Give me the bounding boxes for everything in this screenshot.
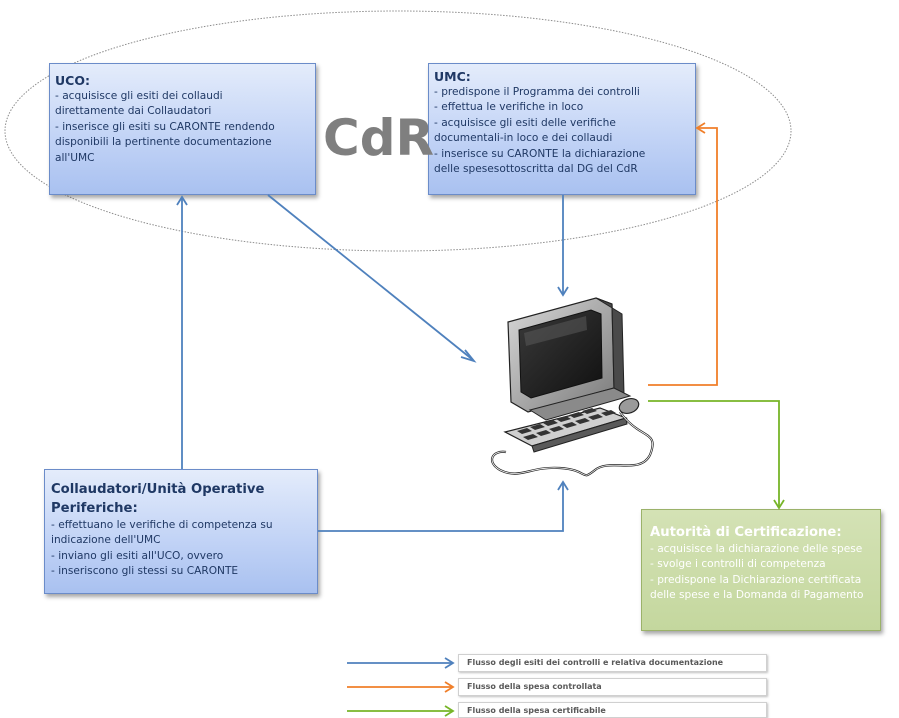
legend-item-green: Flusso della spesa certificabile	[458, 702, 767, 718]
arrowhead	[176, 195, 188, 206]
collaudatori-box: Collaudatori/Unità Operative Periferiche…	[44, 469, 318, 594]
umc-line: documentali-in loco e dei collaudi	[434, 132, 613, 145]
autorita-line: - predispone la Dichiarazione certificat…	[650, 573, 862, 586]
collaudatori-title: Periferiche:	[51, 501, 138, 516]
umc-line: delle spesesottoscritta dal DG del CdR	[434, 163, 638, 176]
arrow-collaudatori-to-computer	[318, 483, 564, 532]
arrowhead	[773, 499, 785, 510]
umc-line: - acquisisce gli esiti delle verifiche	[434, 116, 616, 129]
autorita-line: - acquisisce la dichiarazione delle spes…	[650, 543, 863, 555]
uco-title: UCO:	[55, 73, 90, 88]
umc-line: - predispone il Programma dei controlli	[434, 86, 640, 98]
autorita-box: Autorità di Certificazione: - acquisisce…	[641, 509, 881, 631]
collaudatori-line: - inseriscono gli stessi su CARONTE	[51, 564, 239, 577]
uco-line: direttamente dai Collaudatori	[55, 105, 212, 118]
cdr-label: CdR	[323, 109, 434, 167]
legend-item-orange: Flusso della spesa controllata	[458, 678, 767, 696]
autorita-title: Autorità di Certificazione:	[650, 525, 842, 540]
arrowhead	[444, 657, 455, 669]
arrowhead	[444, 681, 455, 693]
uco-line: all'UMC	[55, 151, 95, 164]
arrowhead	[557, 480, 569, 491]
umc-box: UMC: - predispone il Programma dei contr…	[428, 63, 696, 195]
umc-line: - inserisce su CARONTE la dichiarazione	[434, 147, 646, 160]
umc-line: - effettua le verifiche in loco	[434, 101, 584, 114]
arrow-computer-to-umc	[648, 127, 718, 386]
autorita-line: delle spese e la Domanda di Pagamento	[650, 589, 864, 602]
autorita-line: - svolge i controlli di competenza	[650, 558, 826, 571]
uco-line: disponibili la pertinente documentazione	[55, 136, 272, 149]
arrowhead	[695, 122, 706, 134]
collaudatori-title: Collaudatori/Unità Operative	[51, 482, 265, 497]
cdr-ellipse	[4, 10, 792, 252]
arrowhead	[444, 705, 455, 717]
uco-line: - inserisce gli esiti su CARONTE rendend…	[55, 120, 275, 133]
collaudatori-line: indicazione dell'UMC	[51, 534, 161, 547]
umc-title: UMC:	[434, 69, 471, 84]
arrowhead	[460, 349, 477, 363]
arrowhead	[557, 286, 569, 297]
collaudatori-line: - inviano gli esiti all'UCO, ovvero	[51, 549, 224, 562]
uco-box: UCO: - acquisisce gli esiti dei collaudi…	[49, 63, 316, 195]
uco-line: - acquisisce gli esiti dei collaudi	[55, 90, 223, 102]
arrow-computer-to-autorita	[648, 400, 780, 507]
legend-item-blue: Flusso degli esiti dei controlli e relat…	[458, 654, 767, 672]
collaudatori-line: - effettuano le verifiche di competenza …	[51, 519, 273, 531]
arrow-uco-to-computer	[267, 194, 474, 361]
